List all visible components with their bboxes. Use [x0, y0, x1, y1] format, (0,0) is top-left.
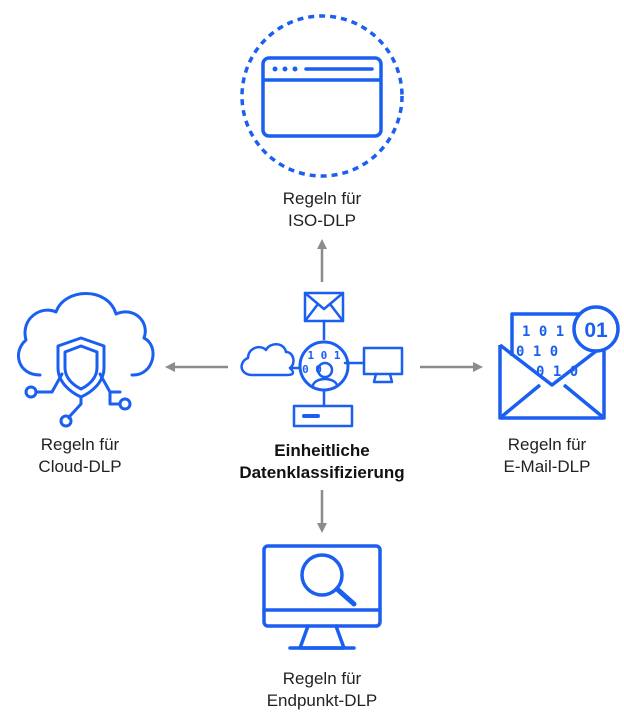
envelope-icon	[303, 291, 345, 341]
email-bits-row2: 0 1 0	[516, 344, 558, 360]
monitor-icon	[343, 346, 404, 384]
browser-window-icon	[240, 14, 404, 178]
email-bits-row1: 1 0 1	[522, 324, 564, 340]
center-label-line2: Datenklassifizierung	[239, 463, 405, 482]
top-node-label-line2: ISO-DLP	[287, 211, 357, 230]
center-label-line1: Einheitliche	[274, 441, 370, 460]
right-node-label-line2: E-Mail-DLP	[503, 457, 591, 476]
bottom-node-label: Regeln für Endpunkt-DLP	[222, 668, 422, 712]
cloud-icon	[240, 343, 301, 377]
left-node-label-line1: Regeln für	[40, 435, 120, 454]
email-data-icon	[498, 305, 620, 420]
left-node-label: Regeln für Cloud-DLP	[0, 434, 160, 478]
cloud-shield-icon	[17, 292, 155, 428]
left-node-label-line2: Cloud-DLP	[38, 457, 122, 476]
monitor-search-icon	[262, 544, 382, 650]
right-node-label: Regeln für E-Mail-DLP	[470, 434, 624, 478]
hub-bits-top: 1 0 1	[307, 349, 340, 362]
bottom-node-label-line2: Endpunkt-DLP	[266, 691, 378, 710]
hub-bits-bottom: 0 0	[302, 363, 322, 376]
center-label: Einheitliche Datenklassifizierung	[192, 440, 452, 484]
server-icon	[292, 388, 354, 428]
top-node-label: Regeln für ISO-DLP	[222, 188, 422, 232]
top-node-label-line1: Regeln für	[282, 189, 362, 208]
email-bits-row3: 0 1 0	[536, 364, 578, 380]
arrows	[165, 239, 483, 533]
right-node-label-line1: Regeln für	[507, 435, 587, 454]
email-badge: 01	[584, 319, 608, 342]
center-cluster	[240, 291, 404, 428]
data-hub-icon	[298, 340, 350, 392]
bottom-node-label-line1: Regeln für	[282, 669, 362, 688]
